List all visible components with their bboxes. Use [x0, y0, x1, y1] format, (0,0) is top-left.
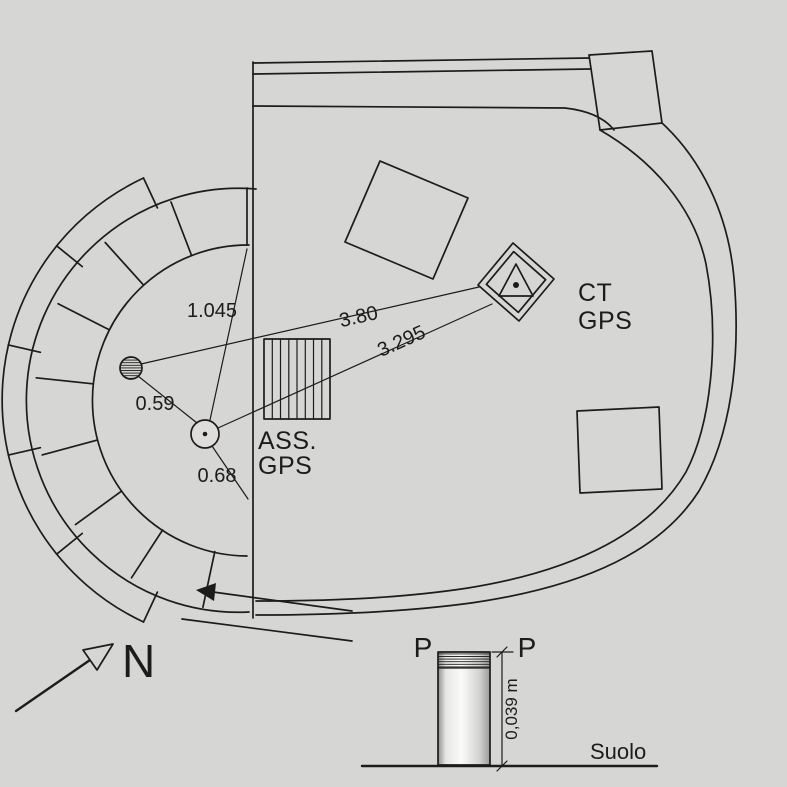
ct-gps-label-line2: GPS — [578, 307, 632, 335]
arrow-shaft — [212, 591, 353, 612]
section-label-p-right: P — [518, 632, 537, 663]
fan-radial-line — [55, 244, 84, 268]
section-label-p-left: P — [414, 632, 433, 663]
measurement-label-059: 0.59 — [136, 393, 175, 415]
measurement-label-1045: 1.045 — [187, 300, 237, 322]
pillar-height-label: 0,039 m — [502, 678, 521, 739]
ct-marker-center-dot — [513, 282, 519, 288]
fan-radial-line — [170, 201, 193, 257]
arrow-head-icon — [196, 583, 216, 601]
auxiliary-point-marker — [119, 356, 143, 380]
ass-gps-label-line1: ASS. — [258, 427, 317, 455]
fan-radial-line — [7, 446, 42, 456]
fan-outer-arc — [25, 187, 257, 614]
building-footprint-rotated-square — [344, 160, 469, 280]
measurement-label-380: 3.80 — [337, 302, 380, 332]
fan-radial-line — [55, 532, 84, 556]
measurement-line-068 — [211, 445, 249, 500]
north-arrow-shaft — [14, 658, 92, 713]
ct-gps-marker — [477, 242, 555, 322]
measurement-line-380 — [140, 286, 480, 365]
pillar-thread-hatch — [438, 652, 490, 668]
ass-marker-center-dot — [202, 431, 208, 437]
measurement-line-3295 — [217, 303, 493, 429]
inner-wall-curve — [255, 129, 714, 602]
fan-radial-line — [142, 591, 159, 623]
outer-wall-curve — [255, 122, 737, 616]
ass-gps-label-line2: GPS — [258, 452, 312, 480]
fan-radial-line — [41, 439, 99, 456]
fan-radial-line — [104, 241, 145, 286]
ass-gps-marker — [190, 419, 220, 449]
top-wall-outer-line — [252, 57, 590, 64]
fan-radial-line — [202, 550, 216, 609]
building-footprint-square — [576, 406, 663, 494]
measurement-label-068: 0.68 — [198, 465, 237, 487]
ct-marker-triangle-icon — [498, 263, 534, 297]
measurement-label-3295: 3.295 — [374, 321, 429, 361]
fan-inner-arc — [91, 244, 250, 557]
north-label: N — [122, 635, 155, 687]
fan-radial-line — [142, 177, 159, 209]
area-top-edge — [252, 105, 615, 131]
perimeter-walls — [252, 50, 737, 619]
curved-terrace-structure — [1, 177, 257, 623]
pillar-body — [438, 652, 490, 765]
top-wall-inner-line — [252, 68, 591, 75]
fan-radial-line — [57, 302, 110, 331]
measurement-line-059 — [137, 375, 198, 424]
ct-marker-outer-square — [477, 242, 555, 322]
north-arrow — [14, 643, 114, 713]
dimension-tick-top — [496, 646, 508, 658]
ground-label: Suolo — [590, 739, 646, 764]
measurement-lines — [137, 248, 493, 500]
ct-gps-label-line1: CT — [578, 279, 612, 307]
fan-radial-line — [130, 529, 164, 579]
stairs-block — [263, 338, 331, 420]
fan-radial-line — [35, 376, 94, 385]
north-arrow-head-icon — [82, 643, 114, 671]
fan-radial-line — [74, 490, 123, 526]
ramp-direction-arrow — [181, 583, 353, 642]
fan-radial-line — [7, 344, 42, 354]
measurement-line-1045 — [209, 248, 248, 421]
ramp-lower-edge — [181, 618, 353, 642]
pillar-section-detail: P P 0,039 m Suolo — [360, 632, 659, 772]
fan-extra-outer-arc — [1, 177, 145, 623]
ct-marker-inner-square — [485, 250, 547, 314]
